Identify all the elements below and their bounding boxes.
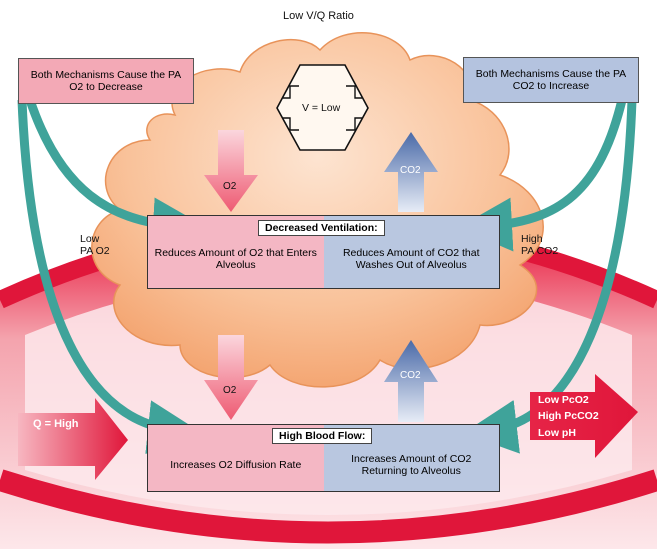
bloodflow-title: High Blood Flow: (272, 428, 373, 444)
low-pao2-line2: PA O2 (80, 245, 110, 258)
page-title: Low V/Q Ratio (283, 10, 354, 22)
ventilation-left-text: Reduces Amount of O2 that Enters Alveolu… (154, 247, 317, 271)
high-paco2-label: High PA CO2 (521, 233, 558, 257)
ventilation-right-text: Reduces Amount of CO2 that Washes Out of… (342, 247, 480, 271)
o2-label-bottom: O2 (223, 385, 237, 396)
right-note-box: Both Mechanisms Cause the PA CO2 to Incr… (463, 57, 639, 103)
vessel-rim-bottom (0, 469, 657, 544)
blood-out-arrow (530, 374, 638, 458)
o2-arrow-bottom (204, 335, 258, 420)
left-note-text: Both Mechanisms Cause the PA O2 to Decre… (30, 69, 182, 93)
teal-arrow-right-upper (458, 98, 627, 252)
co2-label-top: CO2 (400, 165, 421, 176)
co2-arrow-top (384, 132, 438, 212)
low-pao2-label: Low PA O2 (80, 233, 110, 257)
co2-arrow-bottom (384, 340, 438, 422)
high-paco2-line1: High (521, 233, 543, 245)
teal-arrow-right-lower (463, 99, 637, 454)
o2-arrow-top (204, 130, 258, 212)
co2-label-bottom: CO2 (400, 370, 421, 381)
hexagon-label: V = Low (302, 102, 341, 114)
bloodflow-right-text: Increases Amount of CO2 Returning to Alv… (351, 453, 472, 477)
bloodflow-box: Increases O2 Diffusion Rate Increases Am… (147, 424, 500, 492)
blood-out-line2: High PcCO2 (538, 410, 599, 423)
high-paco2-line2: PA CO2 (521, 245, 559, 258)
o2-label-top: O2 (223, 181, 237, 192)
left-note-box: Both Mechanisms Cause the PA O2 to Decre… (18, 58, 194, 104)
low-pao2-line1: Low (80, 233, 100, 245)
bloodflow-left-text: Increases O2 Diffusion Rate (170, 459, 302, 471)
ventilation-title: Decreased Ventilation: (258, 220, 385, 236)
blood-out-line3: Low pH (538, 426, 576, 439)
teal-arrow-left-lower (17, 99, 202, 454)
q-high-arrow (18, 398, 128, 480)
blood-out-labels: Low PcO2 High PcCO2 Low pH (538, 392, 599, 441)
q-high-label: Q = High (33, 418, 79, 430)
hexagon-outline (276, 64, 369, 151)
alveolus-cloud (91, 31, 544, 388)
blood-out-line1: Low PcO2 (538, 394, 589, 406)
right-note-text: Both Mechanisms Cause the PA CO2 to Incr… (475, 68, 627, 92)
